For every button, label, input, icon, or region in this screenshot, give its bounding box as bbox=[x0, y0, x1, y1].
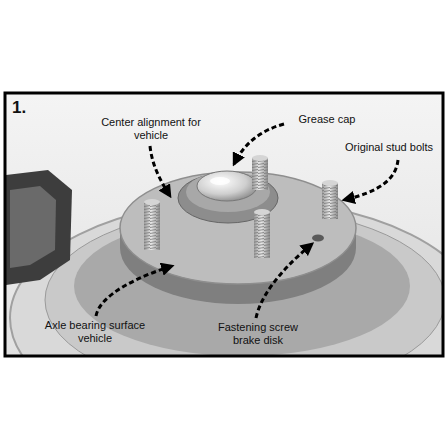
leader-lines bbox=[96, 124, 398, 318]
stud bbox=[252, 158, 268, 190]
leader-line bbox=[96, 266, 172, 316]
leader-line bbox=[234, 124, 284, 164]
callout-label: Original stud bolts bbox=[338, 141, 440, 154]
stud-bolts bbox=[144, 155, 338, 258]
stud bbox=[144, 202, 160, 250]
frame bbox=[5, 93, 443, 356]
grease-cap bbox=[197, 171, 257, 201]
spacer-face bbox=[120, 172, 356, 284]
leader-line bbox=[150, 146, 170, 196]
leader-line bbox=[256, 244, 312, 318]
caliper bbox=[6, 170, 72, 285]
stud-thread bbox=[254, 212, 270, 258]
callout-label: Fastening screw brake disk bbox=[208, 321, 308, 347]
screw-hole bbox=[312, 235, 324, 242]
stud-top bbox=[322, 180, 338, 186]
stud-thread bbox=[144, 202, 160, 250]
stud-thread bbox=[252, 158, 268, 190]
figure-number: 1. bbox=[12, 99, 52, 117]
callout-label: Grease cap bbox=[287, 113, 367, 126]
callout-label: Axle bearing surface vehicle bbox=[30, 319, 160, 345]
stud bbox=[254, 212, 270, 258]
cap-highlight bbox=[210, 177, 230, 185]
stud-top bbox=[144, 199, 160, 205]
leader-line bbox=[344, 160, 398, 200]
stud bbox=[322, 183, 338, 219]
photo bbox=[6, 94, 442, 355]
callout-label: Center alignment for vehicle bbox=[96, 116, 206, 142]
stud-thread bbox=[322, 183, 338, 219]
caliper-face bbox=[10, 186, 56, 268]
stud-top bbox=[254, 209, 270, 215]
stud-top bbox=[252, 155, 268, 161]
